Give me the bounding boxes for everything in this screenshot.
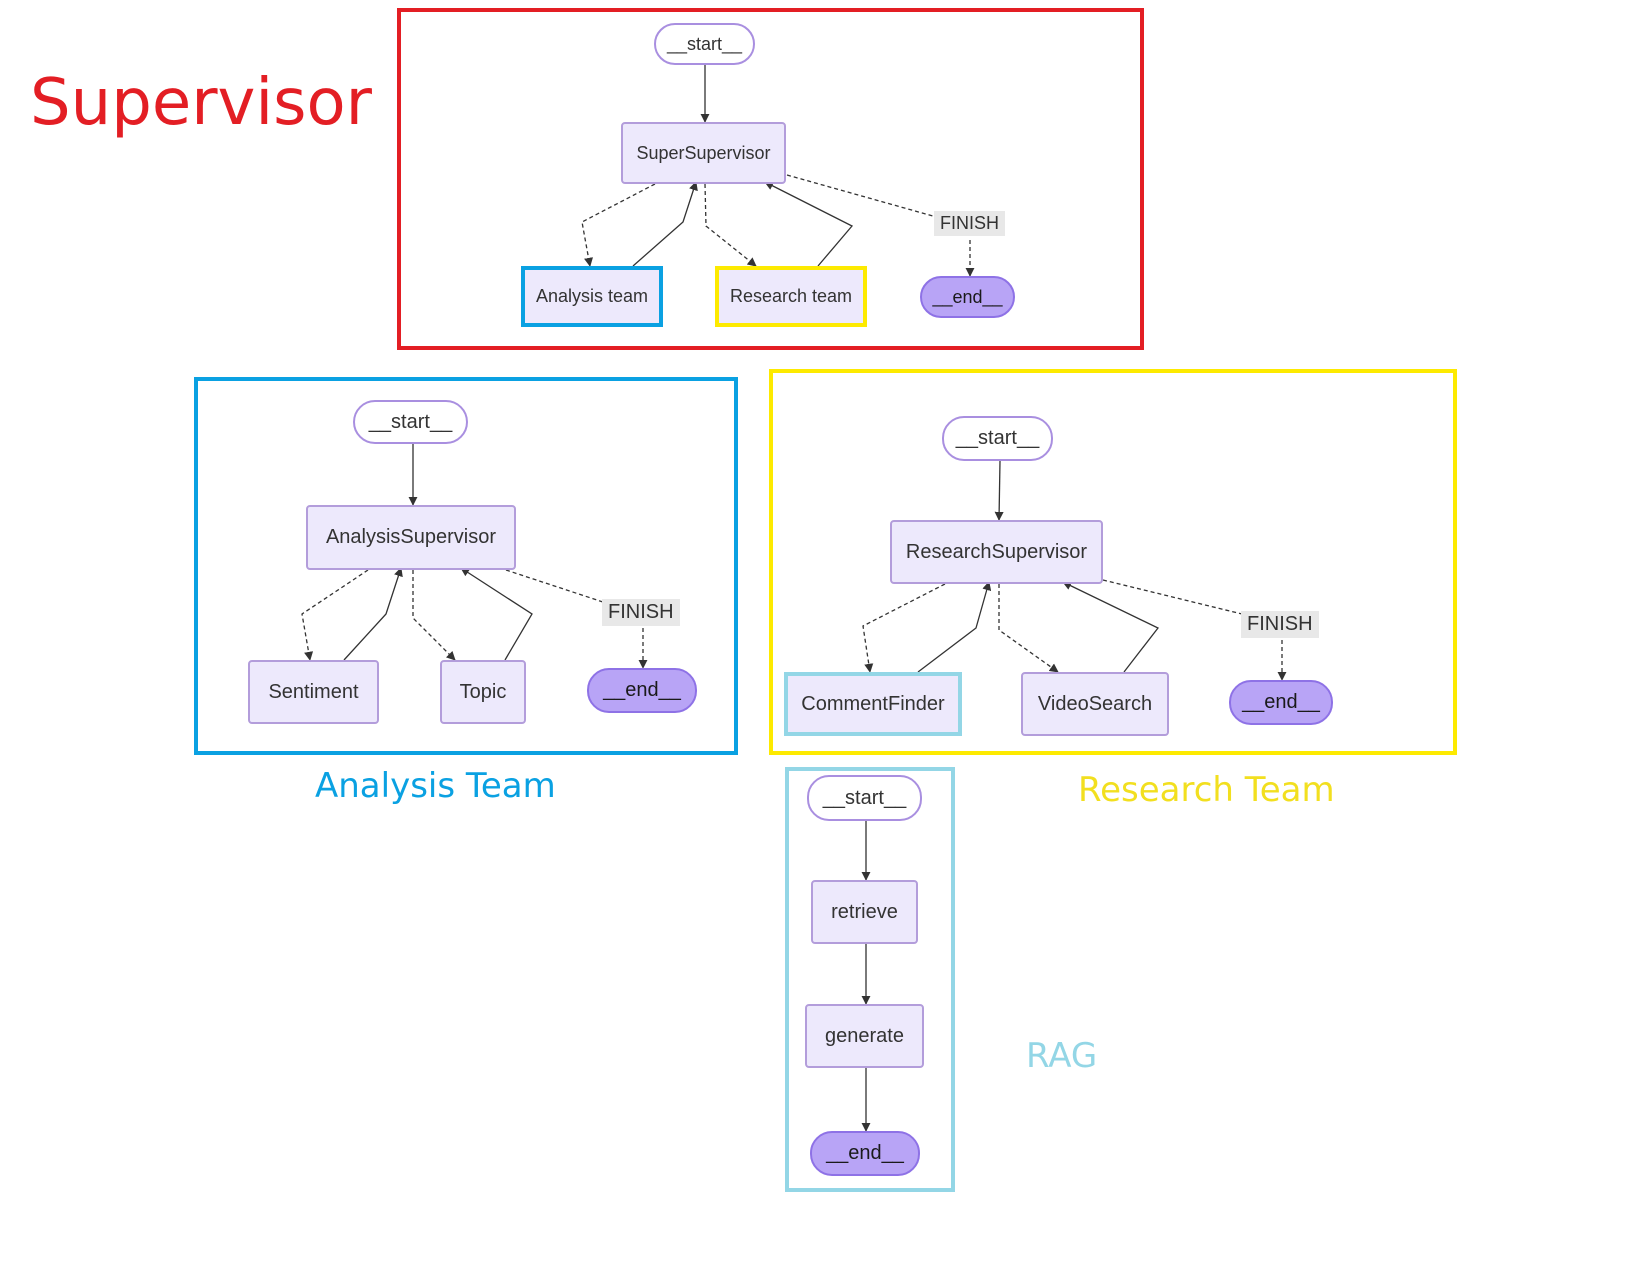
research-finish-label: FINISH bbox=[1241, 611, 1319, 638]
research-end-node[interactable]: __end__ bbox=[1229, 680, 1333, 725]
supervisor-finish-label: FINISH bbox=[934, 211, 1006, 236]
supervisor-title: Supervisor bbox=[30, 66, 372, 140]
analysis-frame bbox=[194, 377, 738, 755]
research-frame bbox=[769, 369, 1457, 755]
analysis-team-node[interactable]: Analysis team bbox=[521, 266, 663, 327]
research-team-title: Research Team bbox=[1078, 770, 1335, 810]
edge-sup-main-analysis bbox=[581, 183, 656, 267]
rag-frame bbox=[785, 767, 955, 1192]
edge-res-video-main bbox=[1062, 581, 1160, 673]
edge-ana-main-topic bbox=[412, 570, 456, 661]
research-start-node[interactable]: __start__ bbox=[942, 416, 1053, 461]
edge-sup-main-research bbox=[704, 183, 757, 267]
edge-ana-main-sentiment bbox=[301, 569, 369, 661]
edge-ana-sentiment-main bbox=[343, 567, 403, 661]
analysis-team-title: Analysis Team bbox=[315, 766, 556, 806]
analysis-finish-label: FINISH bbox=[602, 599, 680, 626]
edge-ana-topic-main bbox=[460, 567, 533, 661]
supervisor-start-node[interactable]: __start__ bbox=[654, 23, 755, 65]
supersupervisor-node[interactable]: SuperSupervisor bbox=[621, 122, 786, 184]
edge-res-start-main bbox=[994, 460, 1004, 521]
edge-res-comment-main bbox=[917, 581, 992, 673]
edge-res-main-finish bbox=[1102, 579, 1243, 615]
supervisor-end-node[interactable]: __end__ bbox=[920, 276, 1015, 318]
topic-node[interactable]: Topic bbox=[440, 660, 526, 724]
sentiment-node[interactable]: Sentiment bbox=[248, 660, 379, 724]
video-search-node[interactable]: VideoSearch bbox=[1021, 672, 1169, 736]
rag-title: RAG bbox=[1026, 1036, 1098, 1076]
research-team-node[interactable]: Research team bbox=[715, 266, 867, 327]
analysis-end-node[interactable]: __end__ bbox=[587, 668, 697, 713]
rag-start-node[interactable]: __start__ bbox=[807, 775, 922, 821]
analysis-supervisor-node[interactable]: AnalysisSupervisor bbox=[306, 505, 516, 570]
generate-node[interactable]: generate bbox=[805, 1004, 924, 1068]
edge-sup-research-main bbox=[764, 181, 854, 267]
comment-finder-node[interactable]: CommentFinder bbox=[784, 672, 962, 736]
rag-end-node[interactable]: __end__ bbox=[810, 1131, 920, 1176]
supervisor-frame bbox=[397, 8, 1144, 350]
edge-sup-main-finish bbox=[786, 174, 941, 219]
analysis-start-node[interactable]: __start__ bbox=[353, 400, 468, 444]
edge-res-main-comment bbox=[862, 583, 946, 673]
edge-res-main-video bbox=[998, 584, 1059, 673]
edge-ana-main-finish bbox=[505, 569, 604, 603]
edge-sup-analysis-main bbox=[632, 181, 698, 267]
research-supervisor-node[interactable]: ResearchSupervisor bbox=[890, 520, 1103, 584]
retrieve-node[interactable]: retrieve bbox=[811, 880, 918, 944]
